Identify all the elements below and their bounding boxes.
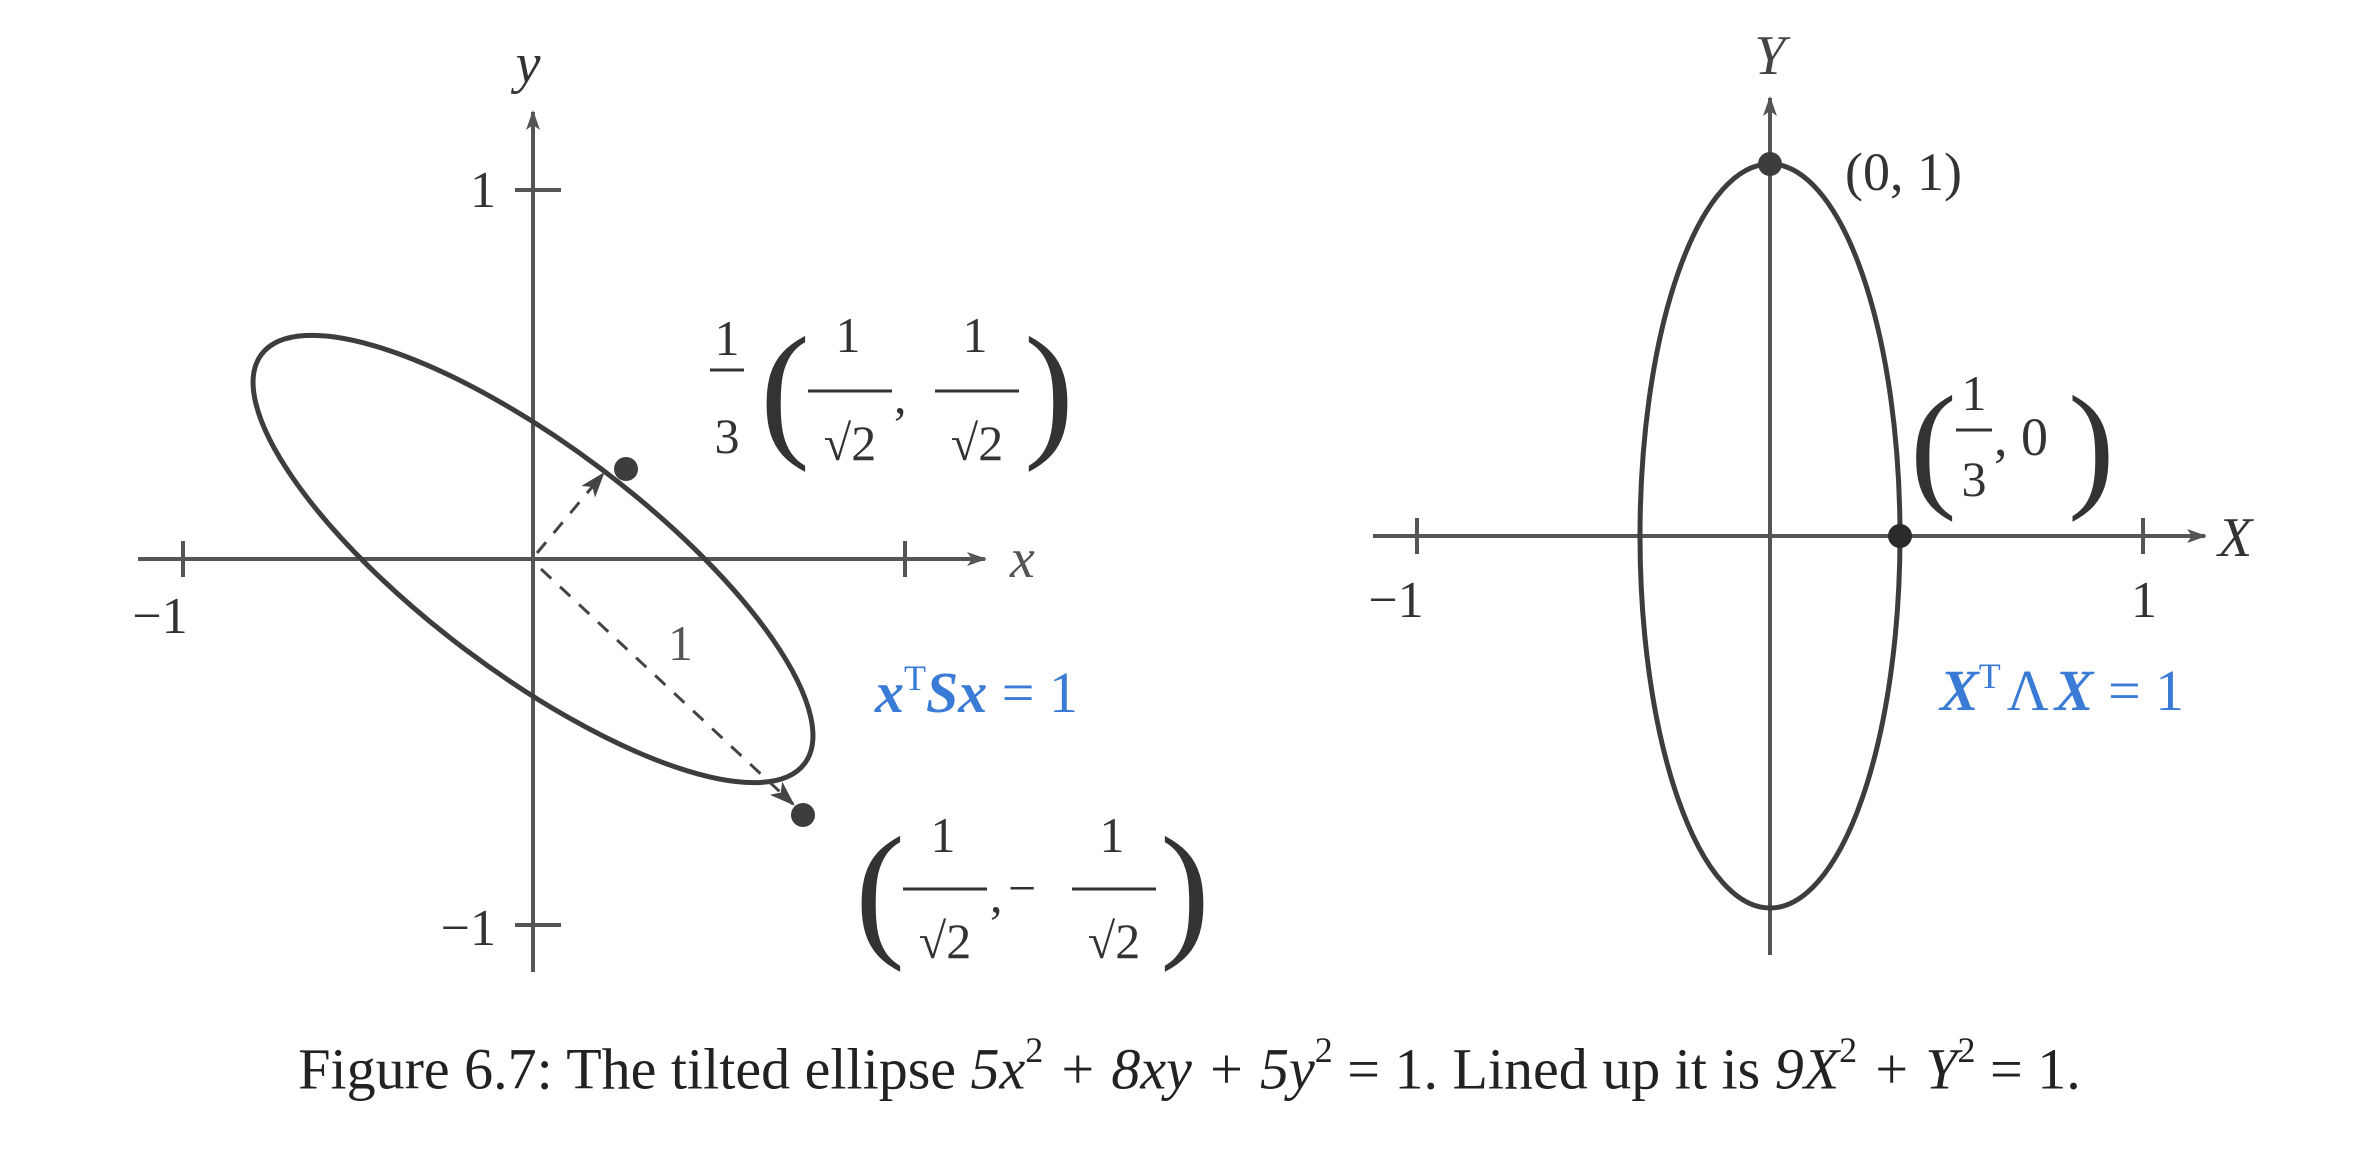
point-long-axis xyxy=(791,803,815,827)
eq-S: S xyxy=(926,660,958,725)
vector-length-label: 1 xyxy=(668,615,693,671)
right-tick-label-x-neg: −1 xyxy=(1368,572,1423,629)
label-point-short-axis: 1 3 ( 1 √2 , 1 √2 ) xyxy=(710,307,1074,473)
right-paren: ) xyxy=(2068,368,2115,523)
comma: , xyxy=(990,867,1003,923)
coef-numerator: 1 xyxy=(715,310,740,366)
eq-X1: X xyxy=(1938,658,1980,723)
y-numerator: 1 xyxy=(1100,807,1125,863)
eq-transpose: T xyxy=(1979,656,2001,696)
caption-eq2-a-sup: 2 xyxy=(1839,1030,1858,1070)
eq-X2: X xyxy=(2053,658,2095,723)
left-tick-label-y-pos: 1 xyxy=(470,162,496,219)
point-right xyxy=(1888,524,1912,548)
right-paren: ) xyxy=(1160,807,1210,973)
left-paren: ( xyxy=(855,807,905,973)
caption-eq1-a: 5x xyxy=(970,1036,1026,1102)
eq-rhs: = 1 xyxy=(2093,658,2184,723)
right-x-axis-label: X xyxy=(2216,507,2255,569)
eq-Lambda: Λ xyxy=(2007,658,2049,723)
caption-eq1-a-sup: 2 xyxy=(1025,1030,1044,1070)
right-y-axis-label: Y xyxy=(1754,25,1791,87)
x-denominator: √2 xyxy=(919,913,971,969)
eq-x2: x xyxy=(957,660,987,725)
label-point-long-axis: ( 1 √2 , − 1 √2 ) xyxy=(855,807,1210,973)
y-denominator: √2 xyxy=(951,415,1003,471)
caption-middle: . Lined up it is xyxy=(1423,1036,1775,1102)
left-y-axis-label: y xyxy=(511,33,541,95)
caption-prefix: Figure 6.7: The tilted ellipse xyxy=(298,1036,971,1102)
caption-suffix: . xyxy=(2066,1036,2081,1102)
caption-eq2-c: = 1 xyxy=(1975,1036,2067,1102)
x-numerator: 1 xyxy=(931,807,956,863)
long-axis-vector xyxy=(539,567,795,806)
rest: , 0 xyxy=(1994,407,2048,467)
point-short-axis xyxy=(614,457,638,481)
figure-caption: Figure 6.7: The tilted ellipse 5x2 + 8xy… xyxy=(0,1030,2379,1102)
label-point-top: (0, 1) xyxy=(1845,142,1962,202)
short-axis-vector xyxy=(535,472,605,554)
right-paren: ) xyxy=(1024,307,1074,473)
y-numerator: 1 xyxy=(963,307,988,363)
caption-eq2-b-sup: 2 xyxy=(1957,1030,1976,1070)
caption-eq2-a: 9X xyxy=(1774,1036,1840,1102)
minus-sign: − xyxy=(1008,860,1036,916)
eq-transpose: T xyxy=(904,658,926,698)
right-tick-label-x-pos: 1 xyxy=(2131,572,2157,629)
caption-eq1-b: + 8xy + 5y xyxy=(1043,1036,1315,1102)
x-numerator: 1 xyxy=(836,307,861,363)
caption-eq1-c: = 1 xyxy=(1332,1036,1424,1102)
left-tick-label-y-neg: −1 xyxy=(441,900,496,957)
caption-eq1-b-sup: 2 xyxy=(1314,1030,1333,1070)
left-paren: ( xyxy=(1910,368,1957,523)
x-denominator: √2 xyxy=(824,415,876,471)
eq-rhs: = 1 xyxy=(987,660,1078,725)
left-paren: ( xyxy=(760,307,810,473)
left-x-axis-label: x xyxy=(1009,528,1035,590)
label-point-right: ( 1 3 , 0 ) xyxy=(1910,365,2115,523)
denominator: 3 xyxy=(1962,451,1987,507)
point-top xyxy=(1758,152,1782,176)
eq-x1: x xyxy=(874,660,904,725)
numerator: 1 xyxy=(1962,365,1987,421)
left-plot: y x −1 1 −1 1 1 3 ( 1 √2 , 1 √2 ) ( 1 √2… xyxy=(132,33,1210,973)
comma: , xyxy=(894,368,907,424)
left-equation: xTSx = 1 xyxy=(874,658,1078,725)
tilted-ellipse xyxy=(250,332,816,786)
left-tick-label-x-neg: −1 xyxy=(132,588,187,645)
coef-denominator: 3 xyxy=(715,408,740,464)
caption-eq2-b: + Y xyxy=(1857,1036,1958,1102)
y-denominator: √2 xyxy=(1088,913,1140,969)
